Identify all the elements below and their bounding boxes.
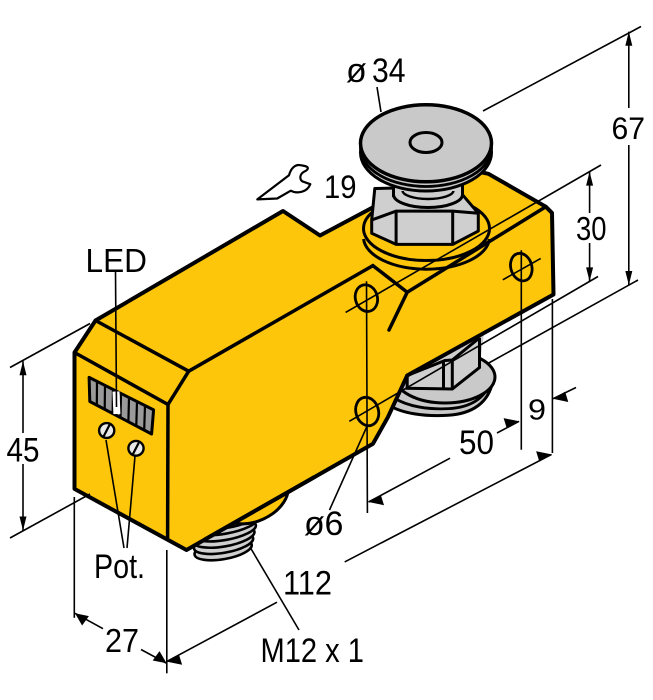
svg-text:6: 6 [325, 505, 344, 543]
svg-text:Pot.: Pot. [94, 548, 145, 586]
svg-text:ø: ø [304, 505, 325, 543]
svg-text:19: 19 [324, 169, 357, 205]
svg-text:LED: LED [86, 242, 148, 279]
svg-text:112: 112 [283, 565, 332, 603]
svg-text:67: 67 [612, 110, 646, 146]
svg-text:30: 30 [576, 210, 607, 247]
svg-text:27: 27 [105, 623, 139, 660]
svg-text:9: 9 [528, 395, 546, 427]
svg-text:50: 50 [459, 424, 494, 462]
svg-text:45: 45 [7, 432, 40, 470]
svg-text:34: 34 [372, 52, 406, 90]
svg-text:ø: ø [346, 52, 367, 90]
svg-text:M12 x 1: M12 x 1 [261, 632, 365, 670]
